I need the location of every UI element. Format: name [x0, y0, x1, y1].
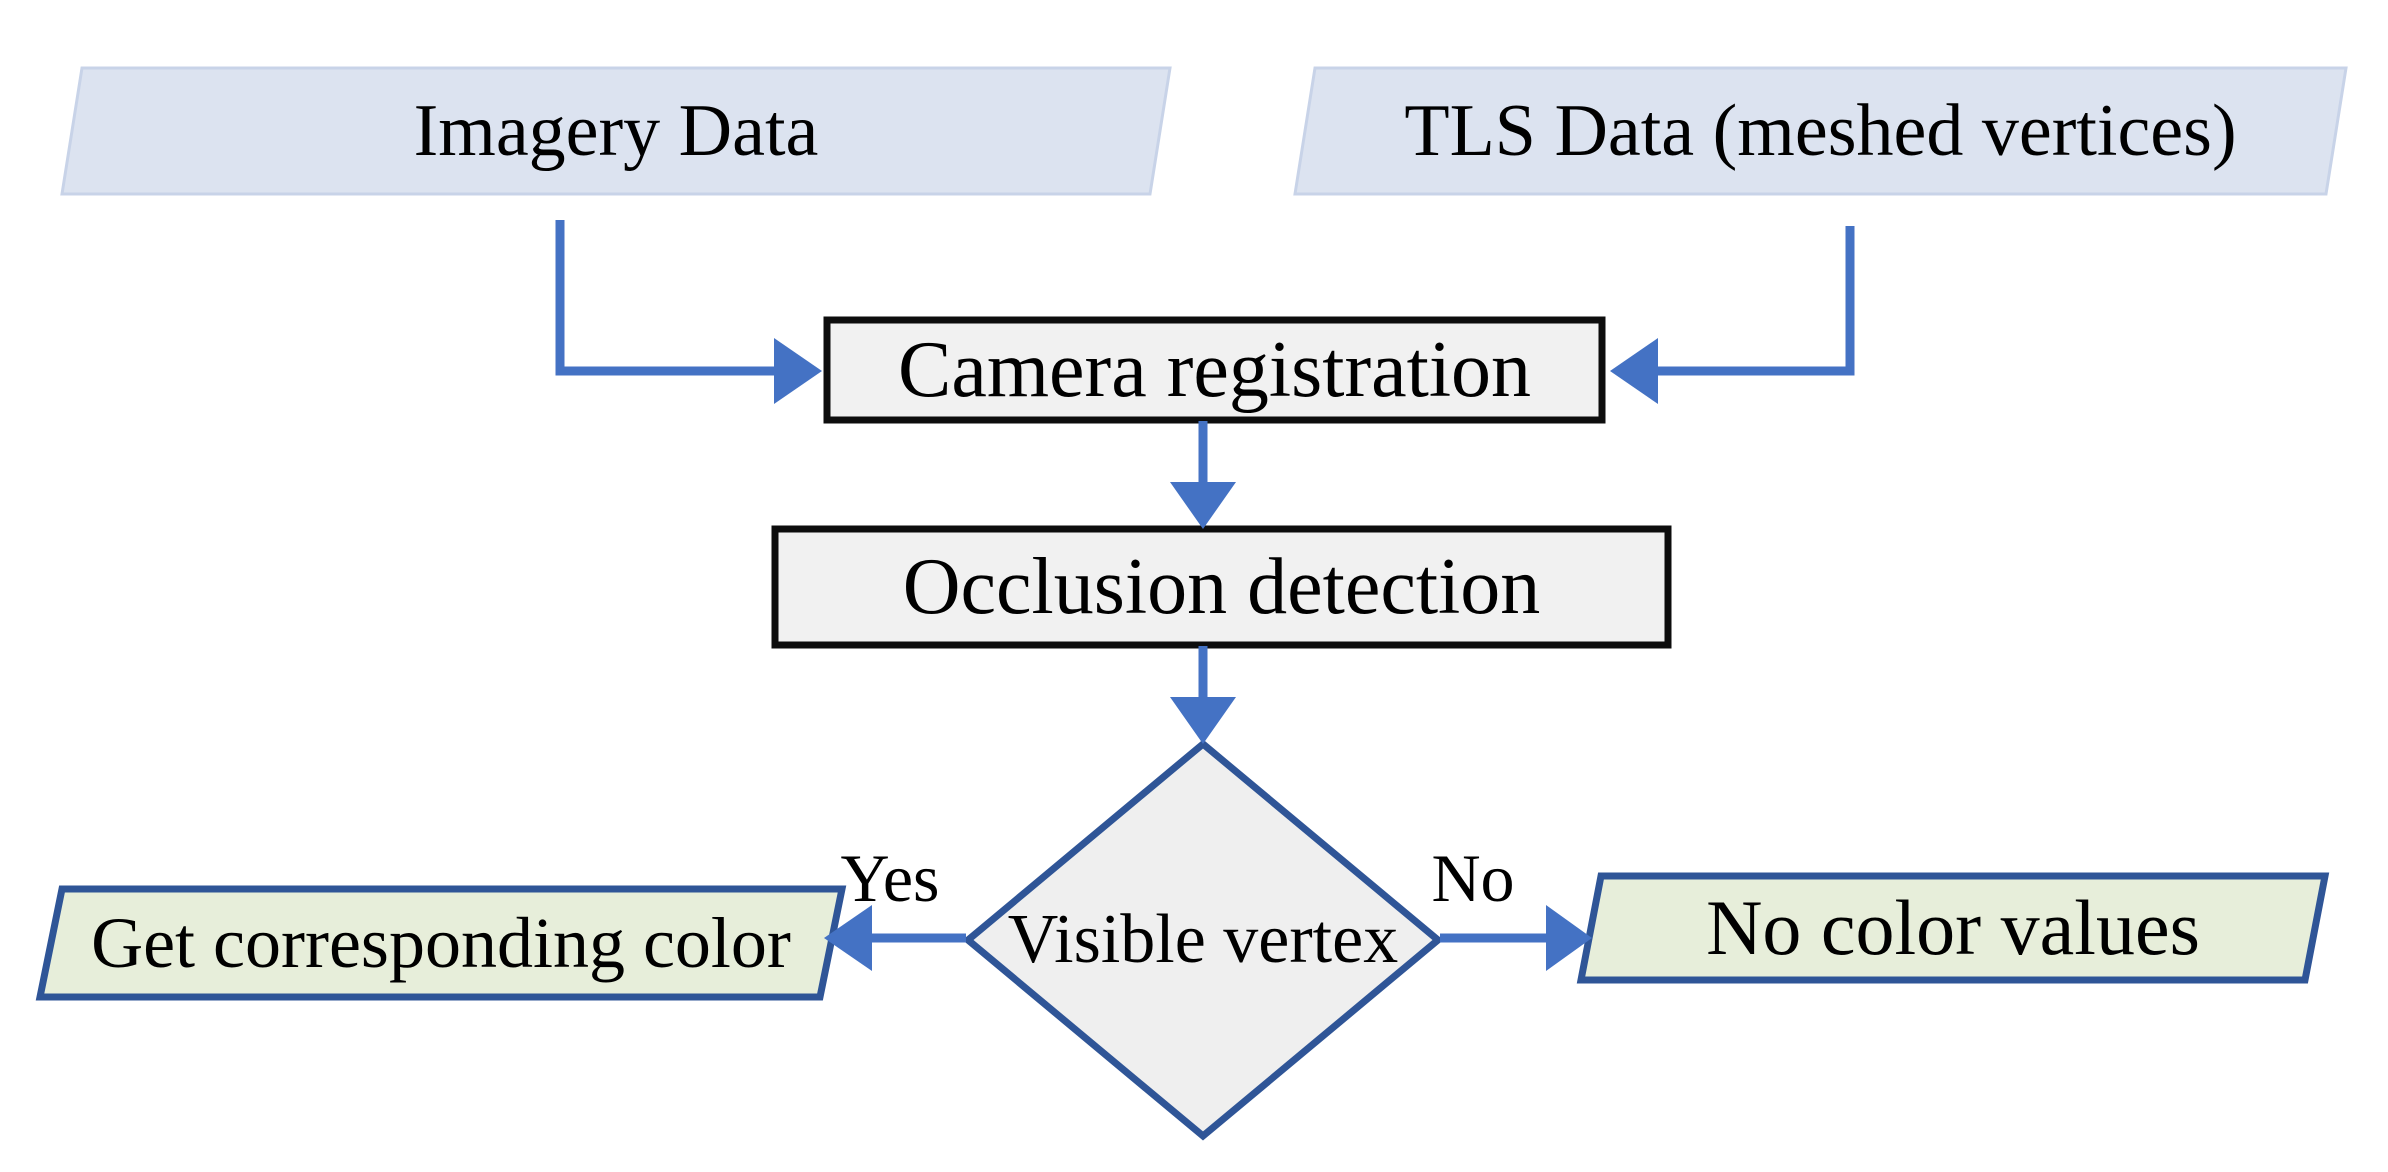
arrowhead-decision-to-get-color — [824, 905, 872, 971]
node-label-get-corresponding-color: Get corresponding color — [91, 903, 791, 983]
node-label-camera-registration: Camera registration — [897, 326, 1532, 414]
arrowhead-occlusion-to-decision — [1170, 697, 1236, 744]
arrowhead-camera-to-occlusion — [1170, 482, 1236, 529]
camera-registration-shape — [823, 316, 1606, 424]
edge-label-no: No — [1431, 840, 1515, 916]
node-label-tls-data: TLS Data (meshed vertices) — [1404, 90, 2237, 172]
get-corresponding-color-shape — [35, 885, 847, 1001]
node-label-imagery-data: Imagery Data — [413, 90, 819, 172]
arrow-tls-to-camera — [1656, 226, 1855, 376]
arrow-imagery-to-camera — [555, 220, 776, 376]
tls-data-shape — [1293, 66, 2348, 196]
arrowhead-imagery-to-camera — [774, 338, 822, 404]
node-label-visible-vertex: Visible vertex — [1007, 901, 1399, 978]
imagery-data-shape — [60, 66, 1172, 196]
arrowhead-tls-to-camera — [1610, 338, 1658, 404]
arrowhead-decision-to-no-color — [1546, 905, 1592, 971]
node-label-occlusion-detection: Occlusion detection — [902, 543, 1541, 631]
node-label-no-color-values: No color values — [1706, 884, 2200, 971]
occlusion-detection-shape — [771, 525, 1672, 649]
edge-label-yes: Yes — [840, 840, 940, 916]
visible-vertex-decision-shape — [962, 739, 1444, 1141]
no-color-values-shape — [1576, 872, 2330, 984]
